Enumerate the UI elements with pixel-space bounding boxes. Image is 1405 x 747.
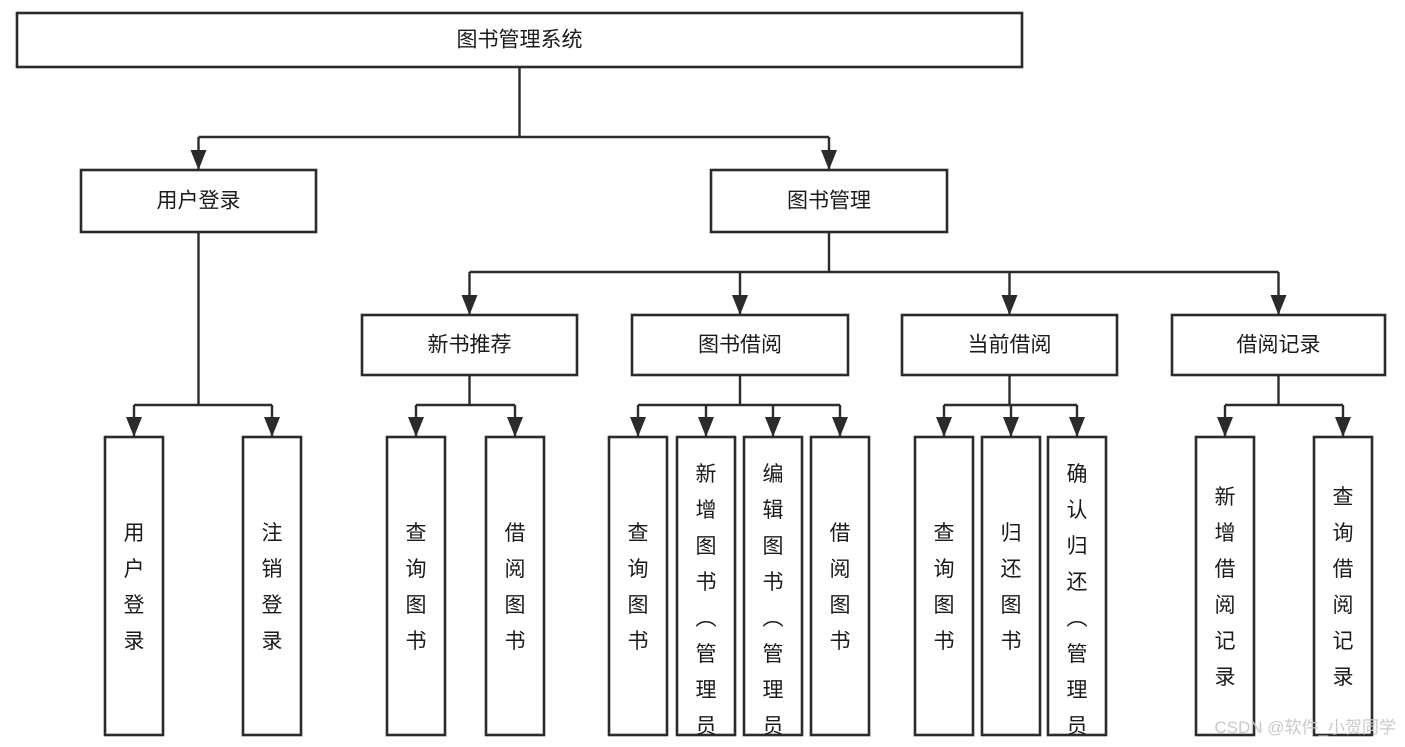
node-label: 图书借阅 [698, 334, 782, 357]
node-box [385, 435, 447, 737]
node-box [1194, 435, 1256, 737]
connector-arrowhead [1003, 417, 1019, 437]
connector-arrowhead [1270, 295, 1287, 315]
node-leaf-query-book-borrow[interactable]: 查询图书 [607, 435, 669, 737]
node-label: 查询借阅记录 [1333, 486, 1354, 689]
node-label: 借阅图书 [505, 522, 526, 653]
node-box [1312, 435, 1374, 737]
node-label: 用户登录 [157, 190, 241, 213]
node-label: 归还图书 [1001, 522, 1022, 653]
node-leaf-query-borrow-record[interactable]: 查询借阅记录 [1312, 435, 1374, 737]
connector-arrowhead [408, 417, 424, 437]
node-box [1046, 435, 1108, 737]
node-label: 借阅记录 [1237, 334, 1321, 357]
node-box [913, 435, 975, 737]
node-box [900, 313, 1119, 377]
node-label: 确认归还︵管理员︶ [1067, 463, 1088, 747]
node-leaf-add-book-admin[interactable]: 新增图书︵管理员︶ [675, 435, 737, 747]
csdn-watermark: CSDN @软件_小贺同学 [1214, 718, 1396, 737]
node-label: 编辑图书︵管理员︶ [763, 463, 784, 747]
node-label: 当前借阅 [968, 334, 1052, 357]
node-leaf-borrow-book[interactable]: 借阅图书 [809, 435, 871, 737]
node-book-manage[interactable]: 图书管理 [709, 168, 949, 234]
node-current-borrow[interactable]: 当前借阅 [900, 313, 1119, 377]
node-box [241, 435, 303, 737]
node-label: 用户登录 [124, 522, 145, 653]
node-box [709, 168, 949, 234]
node-box [360, 313, 579, 377]
connector-arrowhead [765, 417, 781, 437]
connector-arrowhead [732, 295, 748, 315]
node-leaf-query-book-rec[interactable]: 查询图书 [385, 435, 447, 737]
node-user-login[interactable]: 用户登录 [79, 168, 318, 234]
connector-arrowhead [507, 417, 523, 437]
node-box [103, 435, 165, 737]
node-label: 借阅图书 [830, 522, 851, 653]
connector-arrowhead [461, 295, 478, 315]
node-box [15, 11, 1024, 69]
connector-arrowhead [832, 417, 848, 437]
edges-layer [126, 67, 1351, 437]
node-leaf-logout[interactable]: 注销登录 [241, 435, 303, 737]
connector-arrowhead [1335, 417, 1351, 437]
node-box [1170, 313, 1387, 377]
nodes-layer: 图书管理系统用户登录图书管理新书推荐图书借阅当前借阅借阅记录用户登录注销登录查询… [15, 11, 1387, 747]
connector-arrowhead [1217, 417, 1233, 437]
node-root[interactable]: 图书管理系统 [15, 11, 1024, 69]
node-label: 新增借阅记录 [1215, 486, 1236, 689]
node-leaf-borrow-book-rec[interactable]: 借阅图书 [484, 435, 546, 737]
node-label: 新增图书︵管理员︶ [696, 463, 717, 747]
node-leaf-edit-book-admin[interactable]: 编辑图书︵管理员︶ [742, 435, 804, 747]
node-label: 图书管理 [787, 190, 871, 213]
node-box [630, 313, 850, 377]
node-label: 图书管理系统 [457, 29, 583, 52]
node-label: 注销登录 [262, 522, 283, 653]
connector-arrowhead [630, 417, 646, 437]
node-label: 查询图书 [934, 522, 955, 653]
node-box [607, 435, 669, 737]
connector-arrowhead [190, 150, 207, 170]
connector-arrowhead [936, 417, 952, 437]
node-leaf-add-borrow-record[interactable]: 新增借阅记录 [1194, 435, 1256, 737]
node-box [79, 168, 318, 234]
node-box [809, 435, 871, 737]
node-label: 查询图书 [406, 522, 427, 653]
connector-arrowhead [1001, 295, 1018, 315]
node-label: 查询图书 [628, 522, 649, 653]
node-box [675, 435, 737, 737]
node-new-book-recommend[interactable]: 新书推荐 [360, 313, 579, 377]
node-box [484, 435, 546, 737]
node-leaf-query-book-current[interactable]: 查询图书 [913, 435, 975, 737]
node-label: 新书推荐 [428, 334, 512, 357]
node-leaf-confirm-return-admin[interactable]: 确认归还︵管理员︶ [1046, 435, 1108, 747]
node-box [980, 435, 1042, 737]
connector-arrowhead [698, 417, 714, 437]
connector-arrowhead [821, 150, 837, 170]
connector-arrowhead [264, 417, 280, 437]
node-box [742, 435, 804, 737]
connector-arrowhead [1069, 417, 1085, 437]
node-book-borrow[interactable]: 图书借阅 [630, 313, 850, 377]
node-leaf-return-book[interactable]: 归还图书 [980, 435, 1042, 737]
node-borrow-record[interactable]: 借阅记录 [1170, 313, 1387, 377]
connector-arrowhead [126, 417, 142, 437]
node-leaf-user-login[interactable]: 用户登录 [103, 435, 165, 737]
